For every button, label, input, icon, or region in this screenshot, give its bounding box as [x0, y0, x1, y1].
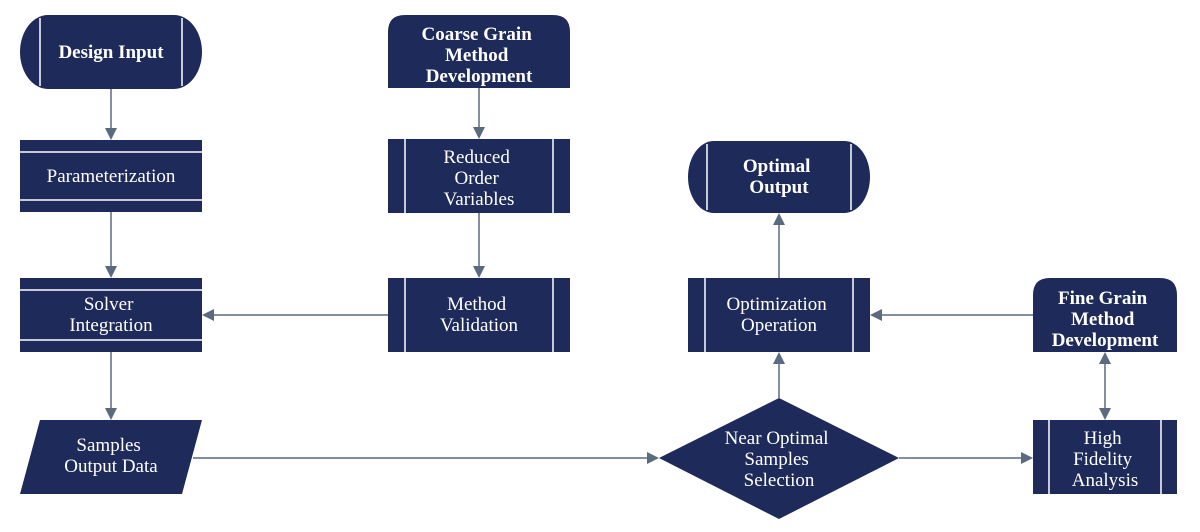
node-near-optimal-label: Near Optimal Samples Selection: [725, 428, 834, 491]
edge-fine-grain-high-fidelity: [1099, 352, 1111, 420]
edge-validation-to-solver: [202, 309, 388, 321]
edge-solver-to-samples: [105, 352, 117, 420]
edge-parameterization-to-solver: [105, 212, 117, 278]
node-optimal-output: Optimal Output: [688, 141, 870, 213]
node-samples-output: Samples Output Data: [20, 420, 202, 494]
node-fine-grain-label: Fine Grain Method Development: [1052, 288, 1159, 351]
node-reduced-order-label: Reduced Order Variables: [443, 147, 514, 210]
node-reduced-order: Reduced Order Variables: [388, 139, 570, 213]
node-optimal-output-label: Optimal Output: [743, 156, 815, 198]
node-optimization-operation: Optimization Operation: [688, 278, 870, 352]
node-samples-output-label: Samples Output Data: [64, 435, 158, 477]
node-parameterization-label: Parameterization: [47, 166, 176, 187]
node-method-validation-label: Method Validation: [440, 294, 519, 336]
node-optimization-operation-label: Optimization Operation: [726, 294, 831, 336]
edge-optimization-to-output: [773, 213, 785, 278]
node-method-validation: Method Validation: [388, 278, 570, 352]
node-high-fidelity-label: High Fidelity Analysis: [1072, 428, 1139, 491]
node-design-input-label: Design Input: [58, 42, 164, 63]
node-design-input: Design Input: [20, 15, 202, 89]
edge-fine-grain-to-optimization: [870, 309, 1033, 321]
edge-reduced-to-validation: [473, 213, 485, 278]
node-coarse-grain: Coarse Grain Method Development: [388, 15, 570, 88]
node-near-optimal: Near Optimal Samples Selection: [659, 398, 899, 519]
edge-coarse-to-reduced: [473, 88, 485, 139]
node-fine-grain: Fine Grain Method Development: [1033, 278, 1177, 352]
node-high-fidelity: High Fidelity Analysis: [1033, 420, 1177, 494]
edge-design-to-parameterization: [105, 89, 117, 140]
edge-near-optimal-to-high-fidelity: [899, 452, 1033, 464]
node-solver-integration: Solver Integration: [20, 278, 202, 352]
node-solver-integration-label: Solver Integration: [69, 294, 153, 336]
edge-near-optimal-to-optimization: [773, 352, 785, 398]
edge-samples-to-near-optimal: [193, 452, 659, 464]
node-parameterization: Parameterization: [20, 140, 202, 212]
node-coarse-grain-label: Coarse Grain Method Development: [421, 24, 536, 87]
